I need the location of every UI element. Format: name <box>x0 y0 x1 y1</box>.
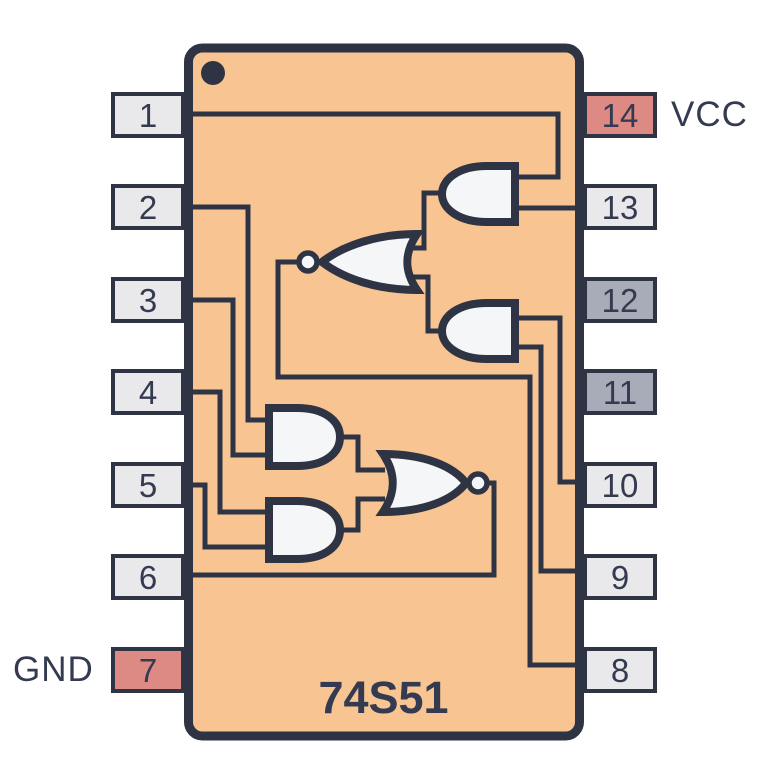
gnd-label: GND <box>13 650 94 689</box>
wire-pin10-to-and2 <box>512 315 583 485</box>
chip-title: 74S51 <box>318 672 449 723</box>
wire-and3-to-nor2 <box>337 434 385 473</box>
pin-1: 1 <box>111 92 185 138</box>
pin-9: 9 <box>583 554 657 600</box>
pin-12: 12 <box>583 277 657 323</box>
and-gate-4 <box>265 497 345 563</box>
pin-10: 10 <box>583 462 657 508</box>
pin-5: 5 <box>111 462 185 508</box>
pin-4: 4 <box>111 369 185 415</box>
pin-3: 3 <box>111 277 185 323</box>
and-gate-3 <box>265 404 345 470</box>
vcc-label: VCC <box>671 95 748 134</box>
wire-and1-to-nor1 <box>408 190 443 251</box>
pin-2: 2 <box>111 184 185 230</box>
wire-pin1-to-and1 <box>184 111 561 180</box>
wire-and2-to-nor1 <box>408 274 443 334</box>
and-gate-1 <box>437 162 519 226</box>
wire-pin2-to-and3 <box>184 204 272 423</box>
pin-6: 6 <box>111 554 185 600</box>
nor-gate-2-invert-bubble-icon <box>466 471 490 495</box>
pin-7-gnd: 7 <box>111 647 185 693</box>
wire-nor2-to-pin6 <box>184 480 497 578</box>
wire-pin5-to-and4 <box>184 482 272 550</box>
nor-gate-1 <box>315 229 425 295</box>
pin1-indicator-dot <box>201 61 225 85</box>
gate-group <box>265 162 519 563</box>
wire-pin4-to-and4 <box>184 389 272 515</box>
wire-group <box>184 111 583 668</box>
wire-pin9-to-and2 <box>512 344 583 574</box>
pin-14-vcc: 14 <box>583 92 657 138</box>
nor-gate-2 <box>375 449 472 517</box>
pin-11: 11 <box>583 369 657 415</box>
pin-13: 13 <box>583 184 657 230</box>
nor-gate-1-invert-bubble-icon <box>296 250 320 274</box>
wire-and4-to-nor2 <box>337 496 385 533</box>
wire-pin3-to-and3 <box>184 297 272 458</box>
and-gate-2 <box>437 299 519 363</box>
wire-nor1-to-pin8 <box>275 259 583 668</box>
pin-8: 8 <box>583 647 657 693</box>
